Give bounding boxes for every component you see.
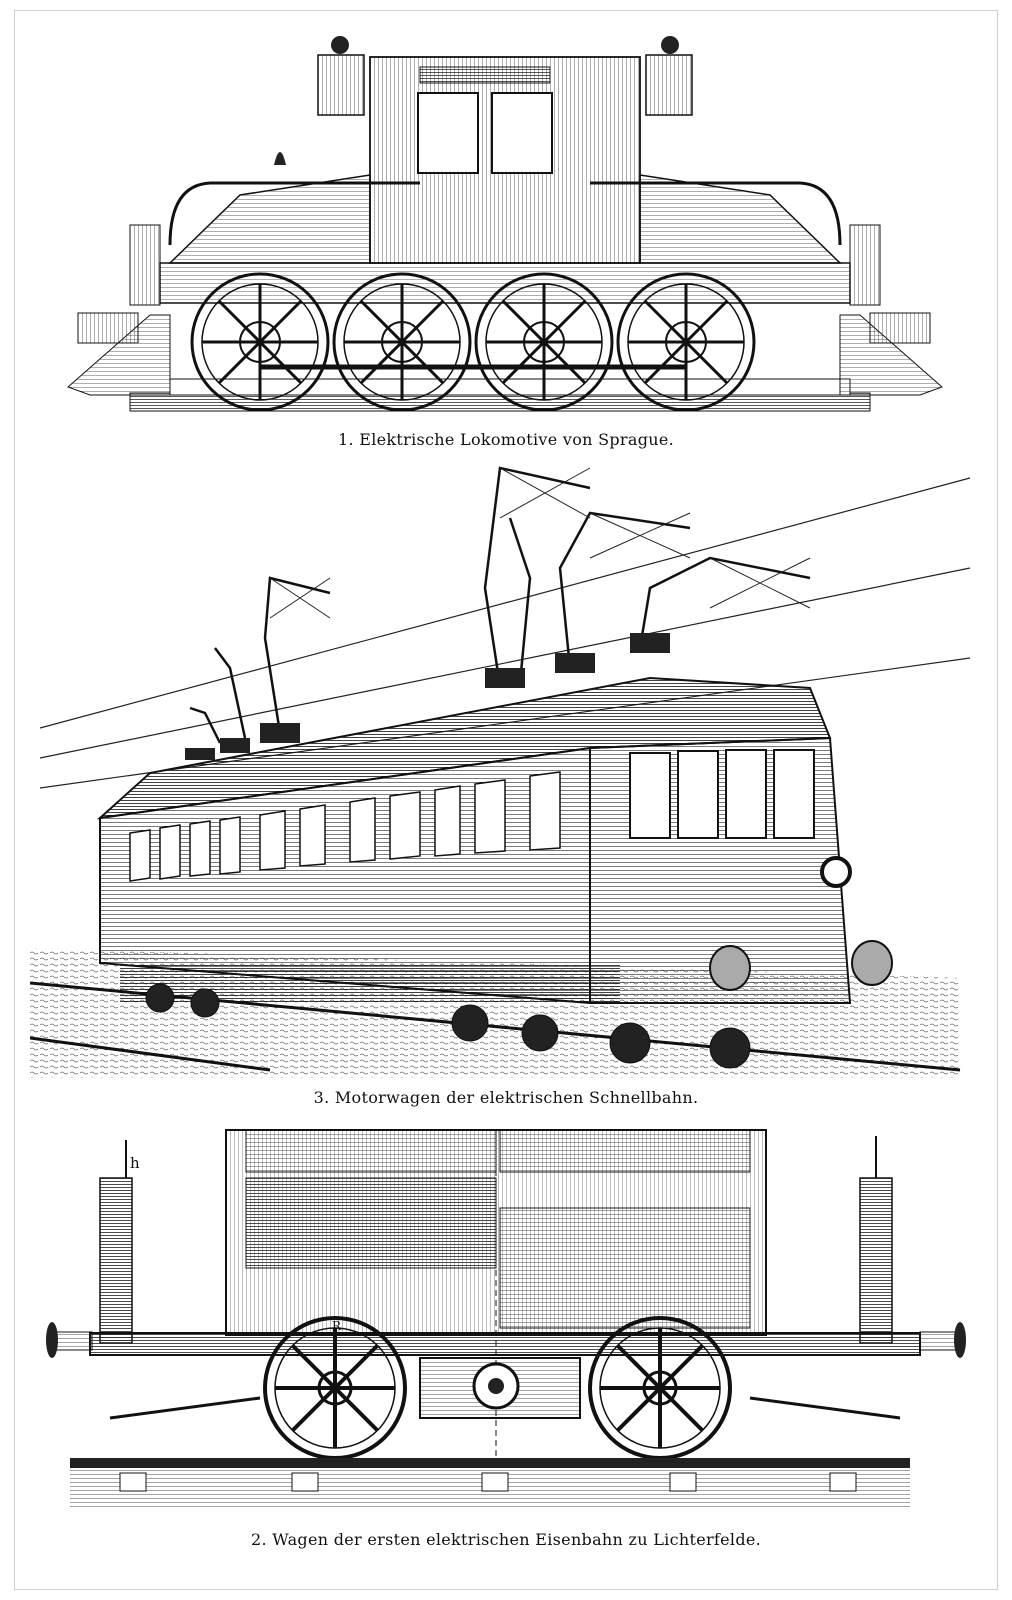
- motorwagen-illustration: [30, 466, 971, 1078]
- figure-motorwagen: [30, 458, 982, 1088]
- caption-figure-2: 2. Wagen der ersten elektrischen Eisenba…: [250, 1530, 762, 1549]
- wheel-mark: R: [332, 1319, 342, 1333]
- caption-figure-3: 3. Motorwagen der elektrischen Schnellba…: [313, 1088, 699, 1107]
- figure-sprague-locomotive: [30, 15, 982, 425]
- figure-lichterfelde-car: h R: [30, 1118, 982, 1518]
- caption-figure-1: 1. Elektrische Lokomotive von Sprague.: [337, 430, 675, 449]
- handbrake-mark: h: [130, 1154, 140, 1172]
- lichterfelde-car-illustration: h R: [46, 1129, 966, 1508]
- sprague-locomotive-illustration: [67, 36, 943, 412]
